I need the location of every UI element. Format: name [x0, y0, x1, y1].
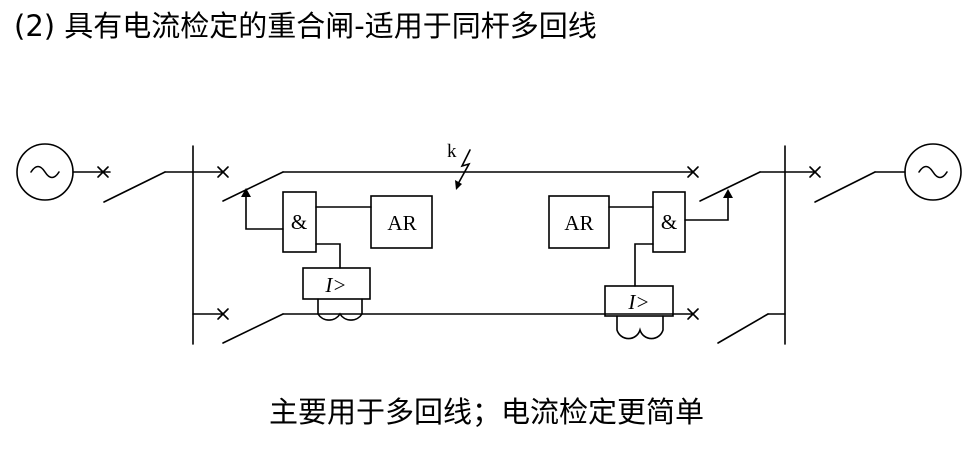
right-current-relay: [604, 285, 674, 317]
lower-right-breaker-cross: [687, 308, 699, 320]
left-and-gate-label: &: [291, 210, 307, 234]
right-and-gate-label: &: [661, 210, 677, 234]
right-generator-symbol: [904, 143, 962, 201]
left-generator-symbol: [16, 143, 74, 201]
left-source-breaker-cross: [97, 166, 109, 178]
lower-left-breaker-blade: [222, 313, 284, 344]
left-and-gate: [282, 191, 317, 253]
left-ar-label: AR: [387, 211, 416, 235]
right-close-arrow-head: [723, 189, 733, 198]
left-ar-box: [370, 195, 433, 249]
right-current-transformer: [616, 315, 664, 340]
left-source-breaker-blade: [103, 171, 166, 203]
fault-lightning-icon: [457, 149, 471, 185]
upper-left-breaker-cross: [217, 166, 229, 178]
left-current-transformer: [317, 298, 363, 321]
left-current-relay: [302, 267, 371, 300]
right-and-gate: [652, 191, 686, 253]
lower-right-breaker-blade: [717, 313, 769, 344]
right-source-breaker-cross: [809, 166, 821, 178]
left-current-relay-label: I>: [324, 273, 346, 297]
lower-left-breaker-cross: [217, 308, 229, 320]
right-ar-label: AR: [564, 211, 593, 235]
page-title: (2) 具有电流检定的重合闸-适用于同杆多回线: [14, 9, 597, 43]
caption: 主要用于多回线；电流检定更简单: [268, 395, 704, 429]
right-ar-box: [548, 195, 610, 249]
fault-arrow-head: [455, 180, 462, 190]
right-current-relay-label: I>: [627, 290, 649, 314]
upper-left-breaker-blade: [222, 171, 284, 202]
fault-label: k: [447, 141, 457, 162]
left-close-arrow-head: [241, 188, 251, 197]
upper-right-breaker-cross: [687, 166, 699, 178]
right-source-breaker-blade: [814, 171, 876, 203]
upper-right-breaker-blade: [699, 171, 761, 202]
